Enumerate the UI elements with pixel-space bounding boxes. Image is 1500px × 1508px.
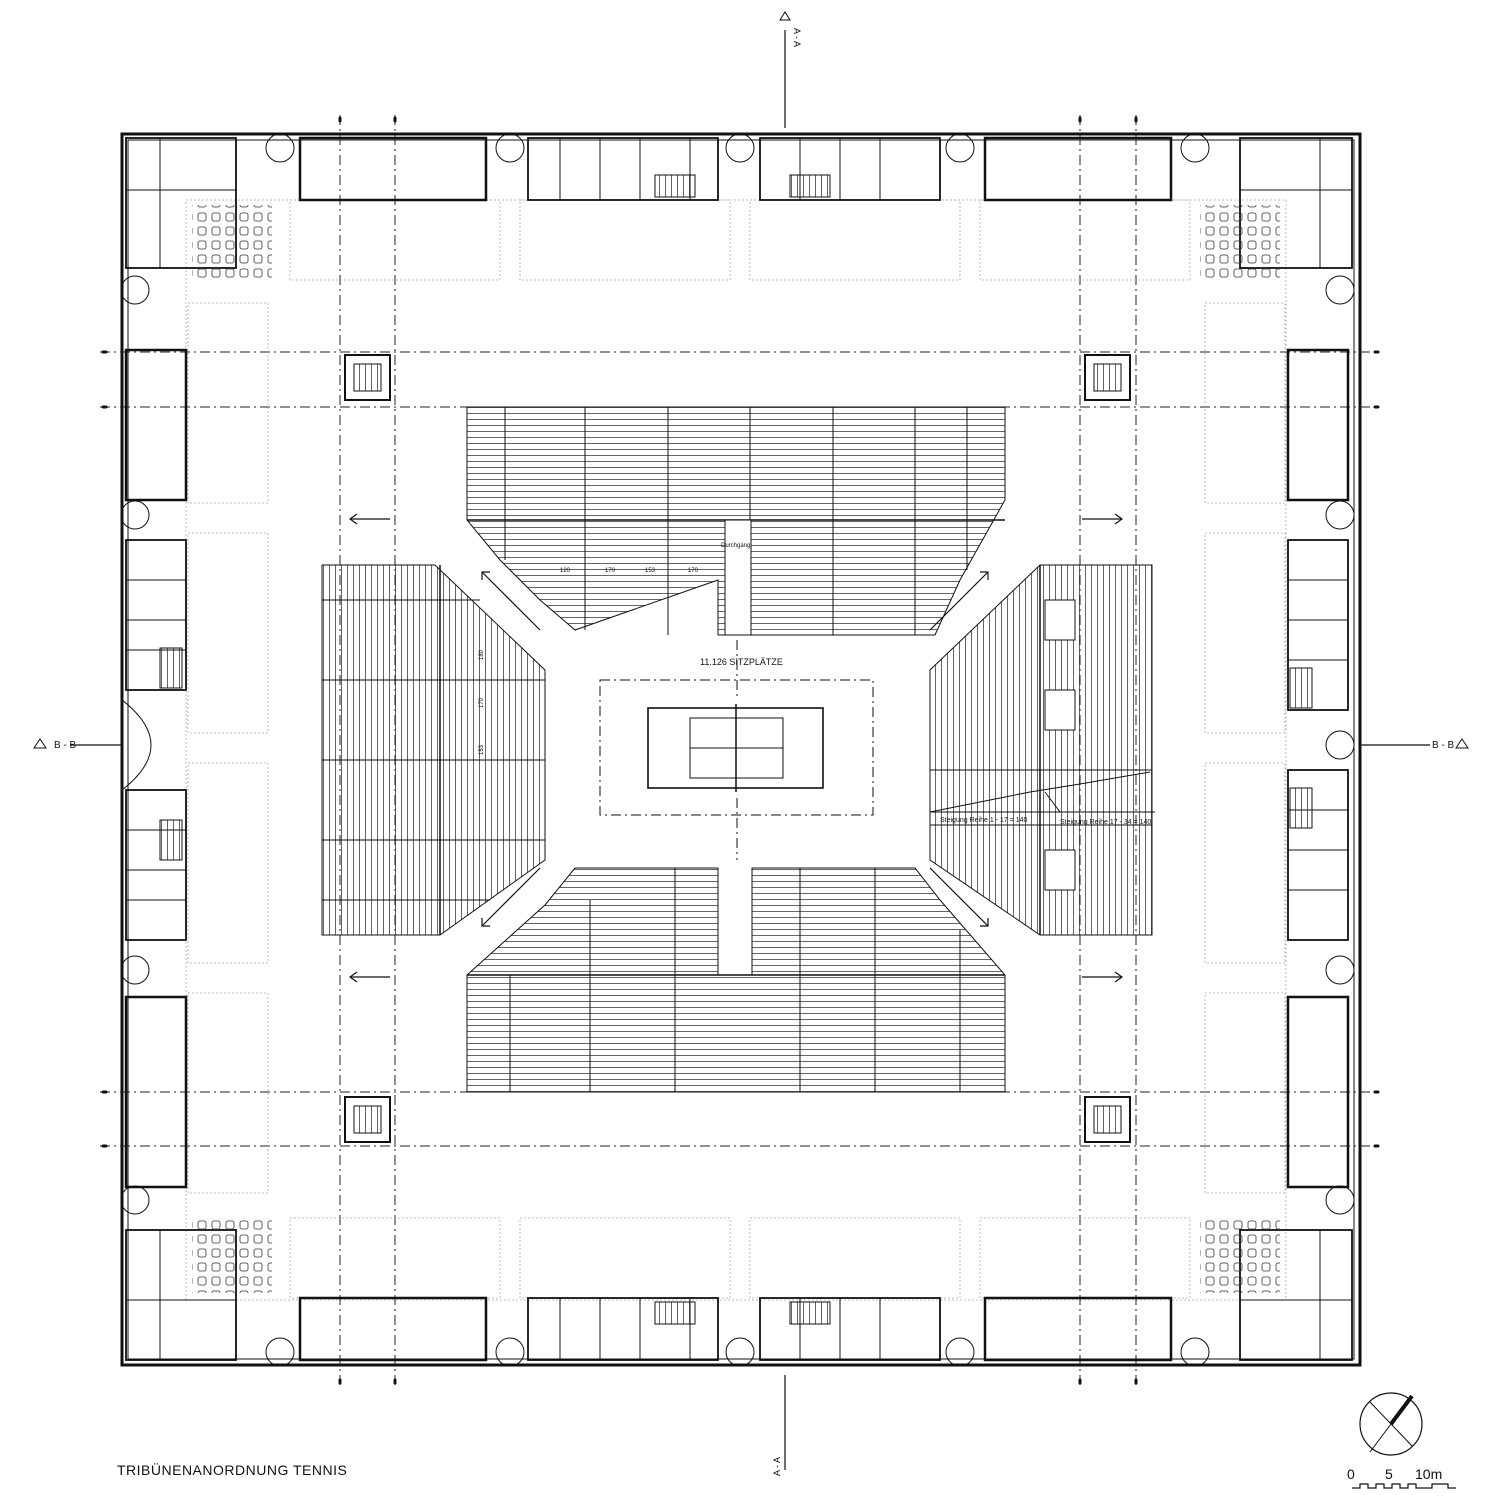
passage — [724, 519, 752, 636]
service-partitions — [126, 138, 1352, 1360]
structural-grid — [100, 115, 1380, 1385]
drawing-caption: TRIBÜNENANORDNUNG TENNIS — [117, 1462, 348, 1478]
scale-bar: 0 5 10m — [1347, 1466, 1456, 1489]
scale-label-5: 5 — [1385, 1466, 1393, 1482]
section-label-bb-right: B - B — [1432, 740, 1455, 751]
stand-south — [466, 867, 1006, 1093]
side-dim-1: 180 — [479, 649, 485, 660]
perimeter-rooms — [124, 136, 1350, 1362]
section-label-aa-top: A - A — [792, 28, 802, 47]
side-dim-2: 170 — [479, 697, 485, 708]
passage-label: Durchgang — [721, 543, 750, 549]
row-dim-4: 170 — [688, 568, 699, 574]
scale-label-10: 10m — [1415, 1466, 1442, 1482]
staircases — [159, 174, 1313, 1325]
service-blocks — [125, 137, 1353, 1361]
seat-count-label: 11.126 SITZPLÄTZE — [700, 657, 783, 667]
north-arrow-icon — [1359, 1392, 1423, 1456]
grid-ticks — [101, 116, 1380, 1385]
row-dim-3: 153 — [645, 568, 656, 574]
section-marker-bb-left — [33, 738, 47, 749]
gradient-label-1: Steigung Reihe 1 - 17 = 140 — [940, 817, 1027, 824]
row-dim-2: 170 — [605, 568, 616, 574]
stair-cores — [344, 354, 1131, 1143]
stand-east — [929, 564, 1153, 936]
row-dim-1: 120 — [560, 568, 571, 574]
section-label-bb-left: B - B — [54, 740, 77, 751]
section-marker-bb-right — [1455, 738, 1469, 749]
entrance-doors — [120, 133, 1355, 1367]
section-marker-aa-top — [779, 11, 791, 21]
side-dim-3: 153 — [479, 744, 485, 755]
cafe-seating — [192, 205, 1280, 1293]
section-label-aa-bottom: A - A — [772, 1457, 782, 1476]
stand-west — [321, 564, 546, 936]
scale-label-0: 0 — [1347, 1466, 1355, 1482]
exit-arrows — [348, 513, 1124, 983]
gradient-label-2: Steigung Reihe 17 - 34 = 140 — [1060, 819, 1151, 826]
gradient-section — [929, 771, 1155, 813]
court-area — [599, 679, 874, 816]
building-shell — [120, 132, 1362, 1367]
